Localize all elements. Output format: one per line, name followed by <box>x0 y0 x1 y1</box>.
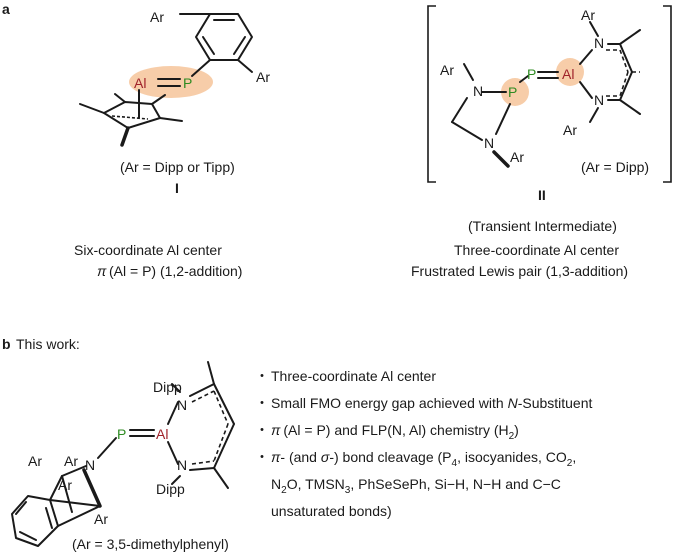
bullet-dot-3: ・ <box>255 422 269 438</box>
dipp-label-bottom: Dipp <box>156 481 185 497</box>
ar-label-3: Ar <box>58 477 72 493</box>
bullet-dot-2: ・ <box>255 395 269 411</box>
compound-II-n2: N <box>484 135 494 151</box>
dipp-label-top: Dipp <box>153 379 182 395</box>
compound-II-n4: N <box>594 92 604 108</box>
compound-II-structure <box>451 21 641 168</box>
panel-b-p-atom: P <box>117 426 126 442</box>
bullet-3: π(Al = P) and FLP(N, Al) chemistry (H2) <box>271 422 519 442</box>
feature-bullets: ・ Three-coordinate Al center ・ Small FMO… <box>255 368 593 519</box>
amine-n: N <box>85 457 95 473</box>
bullet-4: π- (and σ-) bond cleavage (P4, isocyanid… <box>271 449 576 469</box>
compound-II-ar-left: Ar <box>440 62 454 78</box>
compound-II-numeral: II <box>538 187 546 203</box>
bullet-2: Small FMO energy gap achieved with N-Sub… <box>271 395 593 411</box>
cp-star-ring <box>103 101 161 129</box>
panel-b-structure <box>11 361 235 547</box>
nacnac-n-top: N <box>177 397 187 413</box>
panel-b-label: b <box>2 336 11 352</box>
compound-II-al-atom: Al <box>562 66 574 82</box>
compound-II-n3: N <box>594 35 604 51</box>
compound-I-al-atom: Al <box>134 75 146 91</box>
compound-II-ar-lower: Ar <box>510 149 524 165</box>
panel-b-ar-note: (Ar = 3,5-dimethylphenyl) <box>72 536 229 552</box>
compound-II-ar-top: Ar <box>581 7 595 23</box>
compound-II-p-terminal: P <box>527 66 536 82</box>
al-p-highlight <box>129 66 213 98</box>
bullet-4-cont: N2O, TMSN3, PhSeSePh, Si−H, N−H and C−C <box>271 476 561 496</box>
bullet-1: Three-coordinate Al center <box>271 368 436 384</box>
panel-a-label: a <box>2 1 10 17</box>
compound-II-ar-bottom: Ar <box>563 122 577 138</box>
right-caption-line2: Three-coordinate Al center <box>454 242 619 258</box>
bullet-dot-4: ・ <box>255 449 269 465</box>
compound-II-n1: N <box>473 83 483 99</box>
compound-I-numeral: I <box>175 180 179 196</box>
left-caption-pi: π <box>97 263 107 279</box>
compound-II-brackets <box>427 5 672 183</box>
right-caption-line3: Frustrated Lewis pair (1,3-addition) <box>411 263 628 279</box>
compound-II-p-ring: P <box>508 84 517 100</box>
compound-I-ar-note: (Ar = Dipp or Tipp) <box>120 159 235 175</box>
compound-II-ar-note: (Ar = Dipp) <box>581 159 649 175</box>
ar-label-1: Ar <box>28 453 42 469</box>
left-caption-line1: Six-coordinate Al center <box>74 242 222 258</box>
nacnac-n-bottom: N <box>177 457 187 473</box>
panel-b-al-atom: Al <box>156 426 168 442</box>
left-caption-line2: (Al = P) (1,2-addition) <box>109 263 242 279</box>
right-caption-line1: (Transient Intermediate) <box>468 218 617 234</box>
compound-I-structure <box>79 13 253 147</box>
ar-label-2: Ar <box>64 453 78 469</box>
ar-label-4: Ar <box>94 511 108 527</box>
panel-b-heading: This work: <box>16 336 80 352</box>
bullet-dot-1: ・ <box>255 368 269 384</box>
compound-I-ar-top: Ar <box>150 9 164 25</box>
compound-I-ar-right: Ar <box>256 69 270 85</box>
compound-I-p-atom: P <box>183 75 192 91</box>
bullet-4-end: unsaturated bonds) <box>271 503 392 519</box>
